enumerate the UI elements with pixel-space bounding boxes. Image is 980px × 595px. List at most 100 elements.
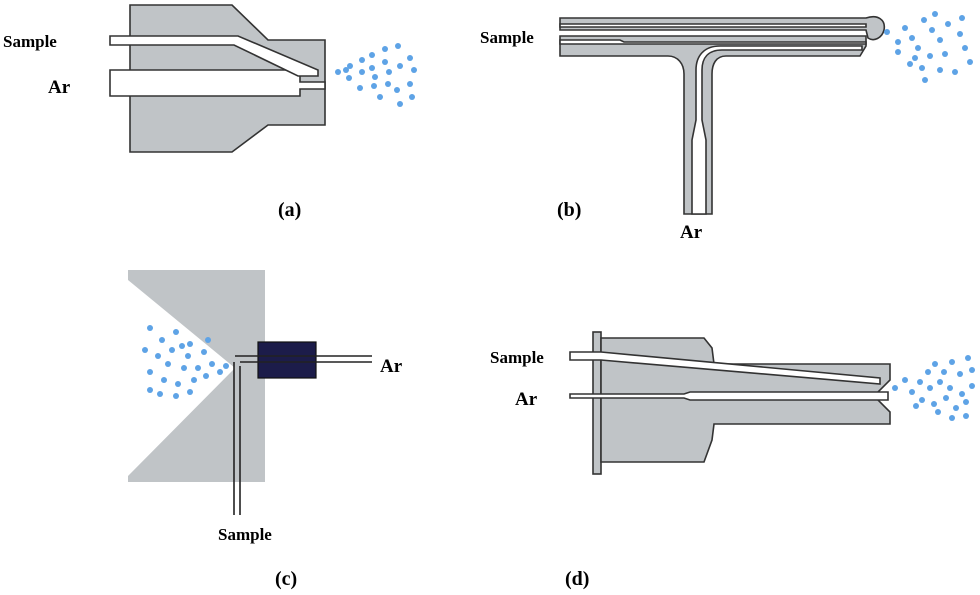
aerosol-droplet (394, 87, 400, 93)
aerosol-droplet (357, 85, 363, 91)
aerosol-droplet (407, 55, 413, 61)
panel-c-nebulizer-body (128, 270, 265, 482)
panel-c-sample-label: Sample (218, 525, 272, 544)
panel-a-aerosol-spray (335, 43, 417, 107)
aerosol-droplet (173, 393, 179, 399)
aerosol-droplet (937, 379, 943, 385)
aerosol-droplet (369, 65, 375, 71)
aerosol-droplet (932, 11, 938, 17)
aerosol-droplet (895, 39, 901, 45)
panel-d-ar-label: Ar (515, 389, 538, 410)
aerosol-droplet (395, 43, 401, 49)
aerosol-droplet (932, 361, 938, 367)
aerosol-droplet (223, 363, 229, 369)
aerosol-droplet (892, 385, 898, 391)
aerosol-droplet (382, 59, 388, 65)
aerosol-droplet (949, 415, 955, 421)
panel-d-aerosol-spray (892, 355, 975, 421)
aerosol-droplet (907, 61, 913, 67)
panel-c-aerosol-spray (142, 325, 229, 399)
aerosol-droplet (969, 367, 975, 373)
aerosol-droplet (943, 395, 949, 401)
panel-a: Sample Ar (a) (3, 4, 417, 221)
aerosol-droplet (909, 35, 915, 41)
aerosol-droplet (963, 399, 969, 405)
aerosol-droplet (347, 63, 353, 69)
aerosol-droplet (161, 377, 167, 383)
aerosol-droplet (927, 385, 933, 391)
aerosol-droplet (941, 369, 947, 375)
aerosol-droplet (409, 94, 415, 100)
panel-b-sample-tube (559, 15, 886, 41)
aerosol-droplet (949, 359, 955, 365)
aerosol-droplet (937, 37, 943, 43)
aerosol-droplet (884, 29, 890, 35)
aerosol-droplet (187, 341, 193, 347)
aerosol-droplet (969, 383, 975, 389)
aerosol-droplet (335, 69, 341, 75)
aerosol-droplet (386, 69, 392, 75)
aerosol-droplet (397, 101, 403, 107)
panel-a-ar-label: Ar (48, 77, 71, 98)
aerosol-droplet (937, 67, 943, 73)
aerosol-droplet (957, 371, 963, 377)
panel-a-sample-label: Sample (3, 32, 57, 51)
aerosol-droplet (185, 353, 191, 359)
aerosol-droplet (142, 347, 148, 353)
panel-a-caption: (a) (278, 199, 301, 221)
panel-d-sample-channel (569, 351, 881, 385)
aerosol-droplet (902, 377, 908, 383)
aerosol-droplet (919, 65, 925, 71)
panel-b-sample-bore (559, 23, 867, 28)
aerosol-droplet (895, 49, 901, 55)
aerosol-droplet (922, 77, 928, 83)
aerosol-droplet (935, 409, 941, 415)
aerosol-droplet (957, 31, 963, 37)
aerosol-droplet (959, 391, 965, 397)
aerosol-droplet (952, 69, 958, 75)
aerosol-droplet (962, 45, 968, 51)
aerosol-droplet (967, 59, 973, 65)
panel-d-gas-channel (569, 391, 889, 401)
aerosol-droplet (359, 57, 365, 63)
aerosol-droplet (377, 94, 383, 100)
panel-d-sample-label: Sample (490, 348, 544, 367)
aerosol-droplet (155, 353, 161, 359)
aerosol-droplet (912, 55, 918, 61)
aerosol-droplet (953, 405, 959, 411)
aerosol-droplet (372, 74, 378, 80)
aerosol-droplet (925, 369, 931, 375)
aerosol-droplet (165, 361, 171, 367)
aerosol-droplet (187, 389, 193, 395)
aerosol-droplet (927, 53, 933, 59)
aerosol-droplet (909, 389, 915, 395)
panel-b-aerosol-spray (884, 11, 973, 83)
panel-b: Sample Ar (b) (480, 11, 973, 243)
aerosol-droplet (945, 21, 951, 27)
aerosol-droplet (411, 67, 417, 73)
aerosol-droplet (385, 81, 391, 87)
aerosol-droplet (915, 45, 921, 51)
aerosol-droplet (159, 337, 165, 343)
aerosol-droplet (902, 25, 908, 31)
aerosol-droplet (917, 379, 923, 385)
panel-b-caption: (b) (557, 199, 581, 221)
aerosol-droplet (173, 329, 179, 335)
aerosol-droplet (919, 397, 925, 403)
aerosol-droplet (371, 83, 377, 89)
aerosol-droplet (369, 52, 375, 58)
panel-b-gas-body (559, 35, 867, 215)
panel-c: Ar Sample (c) (128, 270, 403, 590)
aerosol-droplet (947, 385, 953, 391)
aerosol-droplet (195, 365, 201, 371)
aerosol-droplet (942, 51, 948, 57)
aerosol-droplet (346, 75, 352, 81)
aerosol-droplet (921, 17, 927, 23)
panel-a-sample-capillary (109, 35, 319, 77)
aerosol-droplet (217, 369, 223, 375)
panel-d-caption: (d) (565, 568, 589, 590)
aerosol-droplet (929, 27, 935, 33)
panel-b-sample-inlet (559, 39, 867, 45)
aerosol-droplet (913, 403, 919, 409)
